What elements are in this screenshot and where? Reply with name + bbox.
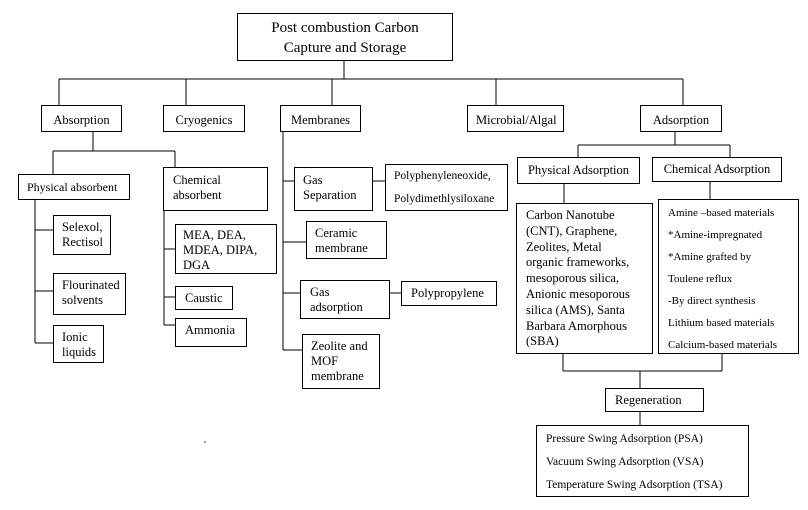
node-label: Zeolite and [311, 339, 368, 353]
physical-absorbent-item: Flourinated solvents [53, 273, 126, 315]
membrane-gas-separation-materials: Polyphenyleneoxide, Polydimethlysiloxane [385, 164, 508, 211]
membrane-gas-adsorption-material: Polypropylene [401, 281, 497, 306]
node-label: Regeneration [615, 393, 682, 407]
physical-adsorption-materials: Carbon Nanotube (CNT), Graphene, Zeolite… [516, 203, 653, 354]
method-line: Pressure Swing Adsorption (PSA) [546, 433, 703, 445]
category-label: Absorption [53, 113, 110, 127]
physical-absorbent: Physical absorbent [18, 174, 130, 200]
physical-adsorption: Physical Adsorption [517, 157, 640, 184]
node-label: Separation [303, 188, 357, 202]
node-label: MOF [311, 354, 339, 368]
category-microbial-algal: Microbial/Algal [467, 105, 564, 132]
chemical-absorbent-item: Caustic [175, 286, 233, 310]
item-line: Polyphenyleneoxide, [394, 170, 491, 182]
membrane-gas-separation: Gas Separation [294, 167, 373, 211]
root-node: Post combustion Carbon Capture and Stora… [237, 13, 453, 61]
material-line: Amine –based materials [668, 207, 775, 219]
node-label: Chemical Adsorption [663, 162, 771, 176]
node-label: Chemical [173, 173, 221, 187]
regeneration-node: Regeneration [605, 388, 704, 412]
membrane-zeolite-mof: Zeolite and MOF membrane [302, 334, 380, 389]
node-label: Gas [310, 285, 330, 299]
item-line: Caustic [185, 291, 223, 305]
node-label: Ceramic [315, 226, 358, 240]
category-label: Microbial/Algal [476, 113, 557, 127]
material-line: *Amine-impregnated [668, 229, 763, 241]
material-line: mesoporous silica, [526, 271, 620, 286]
material-line: organic frameworks, [526, 255, 630, 270]
category-label: Cryogenics [175, 113, 233, 127]
item-line: Ammonia [185, 323, 235, 337]
item-line: liquids [62, 345, 97, 359]
material-line: Calcium-based materials [668, 339, 778, 351]
node-label: Physical absorbent [27, 180, 118, 194]
node-label: membrane [315, 241, 368, 255]
item-line: Ionic [62, 330, 88, 344]
item-line: Rectisol [62, 235, 103, 249]
physical-absorbent-item: Ionic liquids [53, 325, 104, 363]
material-line: (SBA) [526, 334, 559, 349]
method-line: Temperature Swing Adsorption (TSA) [546, 479, 723, 491]
node-label: Gas [303, 173, 323, 187]
node-label: adsorption [310, 300, 363, 314]
category-cryogenics: Cryogenics [163, 105, 245, 132]
item-line: Flourinated [62, 278, 120, 292]
material-line: silica (AMS), Santa [526, 302, 625, 317]
category-label: Membranes [290, 113, 350, 127]
category-label: Adsorption [652, 113, 710, 127]
material-line: (CNT), Graphene, [526, 223, 618, 238]
root-title-line: Capture and Storage [283, 40, 407, 56]
category-membranes: Membranes [280, 105, 361, 132]
category-absorption: Absorption [41, 105, 122, 132]
material-line: Barbara Amorphous [526, 318, 628, 333]
material-line: Toulene reflux [668, 273, 733, 285]
node-label: membrane [311, 369, 364, 383]
item-line: Selexol, [62, 220, 103, 234]
chemical-adsorption: Chemical Adsorption [652, 157, 782, 182]
material-line: Zeolites, Metal [526, 239, 602, 254]
physical-absorbent-item: Selexol, Rectisol [53, 215, 111, 255]
material-line: -By direct synthesis [668, 295, 756, 307]
membrane-gas-adsorption: Gas adsorption [300, 280, 390, 319]
item-line: Polydimethlysiloxane [394, 193, 495, 205]
item-line: solvents [62, 293, 103, 307]
chemical-absorbent: Chemical absorbent [163, 167, 268, 211]
chemical-absorbent-item: Ammonia [175, 318, 247, 347]
membrane-ceramic: Ceramic membrane [306, 221, 387, 259]
node-label: Physical Adsorption [527, 163, 630, 177]
chemical-absorbent-item: MEA, DEA, MDEA, DIPA, DGA [175, 224, 277, 274]
chemical-adsorption-materials: Amine –based materials *Amine-impregnate… [658, 199, 799, 354]
material-line: Carbon Nanotube [526, 208, 615, 222]
material-line: Lithium based materials [668, 317, 775, 329]
regeneration-methods: Pressure Swing Adsorption (PSA) Vacuum S… [536, 425, 749, 497]
item-line: MEA, DEA, [183, 228, 246, 242]
material-line: *Amine grafted by [668, 251, 752, 263]
item-line: DGA [183, 258, 211, 272]
method-line: Vacuum Swing Adsorption (VSA) [546, 456, 704, 468]
material-line: Anionic mesoporous [526, 286, 630, 301]
item-line: MDEA, DIPA, [183, 243, 258, 257]
category-adsorption: Adsorption [640, 105, 722, 132]
item-line: Polypropylene [411, 286, 484, 300]
stray-mark [204, 441, 206, 443]
node-label: absorbent [173, 188, 222, 202]
root-title-line: Post combustion Carbon [271, 20, 419, 36]
